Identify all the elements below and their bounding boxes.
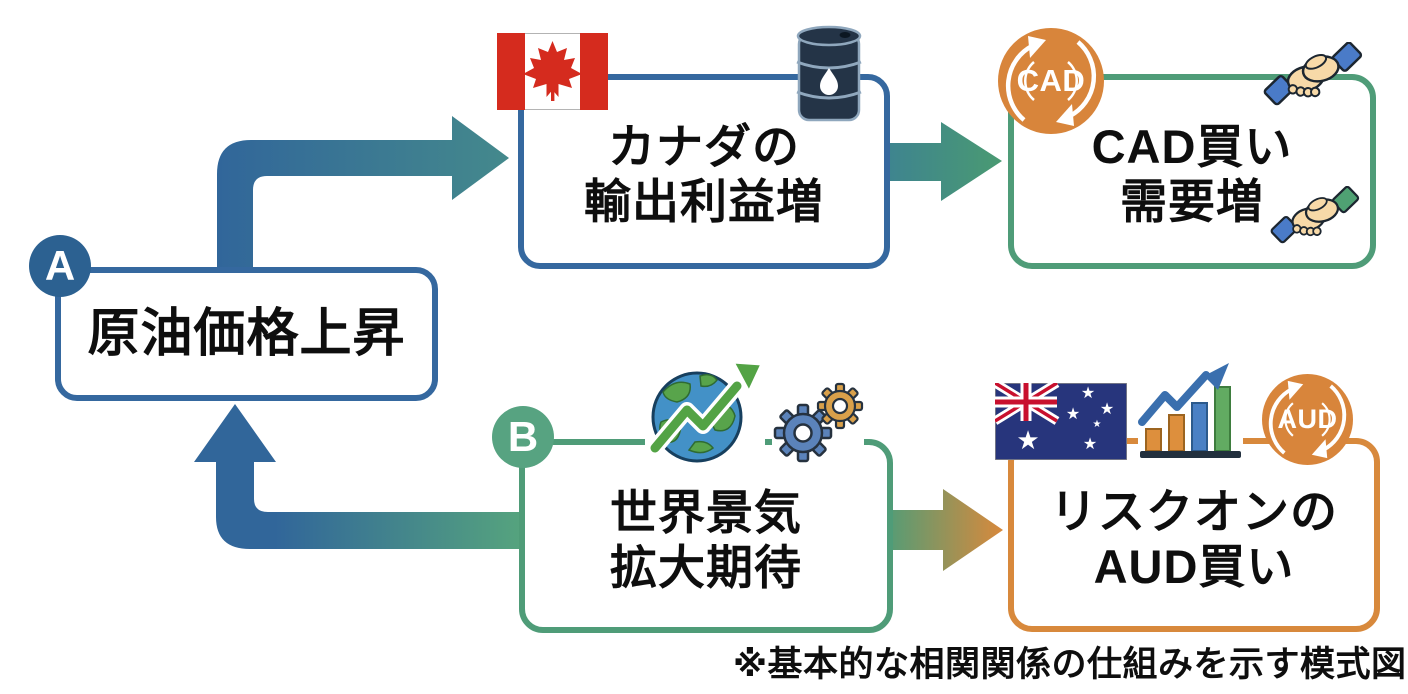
star: ★ xyxy=(1093,419,1102,430)
star: ★ xyxy=(1083,434,1097,453)
star: ★ xyxy=(1100,399,1114,418)
arrow-b-to-a xyxy=(194,404,520,549)
badge-b-label: B xyxy=(507,413,539,460)
arrow-a-to-canada xyxy=(217,116,509,270)
handshake-icon xyxy=(1263,42,1363,106)
bar-chart-growth-icon xyxy=(1138,362,1243,462)
node-oil-price-rise-label: 原油価格上昇 xyxy=(87,304,406,363)
australia-flag-icon: ★ ★ ★ ★ ★ ★ xyxy=(995,383,1127,460)
cycle-arrows-icon xyxy=(1268,380,1347,459)
gear-blue xyxy=(773,403,833,463)
node-oil-price-rise: 原油価格上昇 xyxy=(55,267,438,401)
gears-icon xyxy=(772,380,864,464)
globe-growth-arrow-icon xyxy=(645,360,765,466)
commonwealth-star: ★ xyxy=(1016,426,1039,456)
union-jack xyxy=(995,383,1060,425)
node-cad-buy-demand-label: CAD買い 需要増 xyxy=(1091,119,1293,228)
aud-currency-cycle-icon: AUD xyxy=(1262,374,1353,465)
cad-currency-cycle-icon: CAD xyxy=(998,28,1104,134)
canada-flag-icon xyxy=(497,33,608,110)
node-risk-on-aud-buy: リスクオンの AUD買い xyxy=(1008,438,1380,632)
badge-b: B xyxy=(492,406,554,468)
footnote: ※基本的な相関関係の仕組みを示す模式図です xyxy=(733,645,1407,684)
arrow-b-to-aud xyxy=(883,489,1003,571)
arrow-canada-to-cad xyxy=(877,122,1002,201)
badge-a: A xyxy=(29,235,91,297)
aud-badge-label: AUD xyxy=(1277,404,1338,434)
node-canada-export-profit-label: カナダの 輸出利益増 xyxy=(584,119,824,228)
badge-a-label: A xyxy=(44,242,76,289)
node-global-economy-expansion: 世界景気 拡大期待 xyxy=(519,439,893,633)
gear-orange xyxy=(816,382,864,430)
cad-badge-label: CAD xyxy=(1016,63,1086,98)
star: ★ xyxy=(1081,383,1095,402)
node-risk-on-aud-buy-label: リスクオンの AUD買い xyxy=(1050,485,1338,593)
cycle-arrows-icon xyxy=(1005,36,1097,126)
star: ★ xyxy=(1066,404,1080,423)
handshake-icon xyxy=(1270,186,1360,244)
node-global-economy-expansion-label: 世界景気 拡大期待 xyxy=(610,486,802,594)
oil-barrel-icon xyxy=(796,25,862,122)
